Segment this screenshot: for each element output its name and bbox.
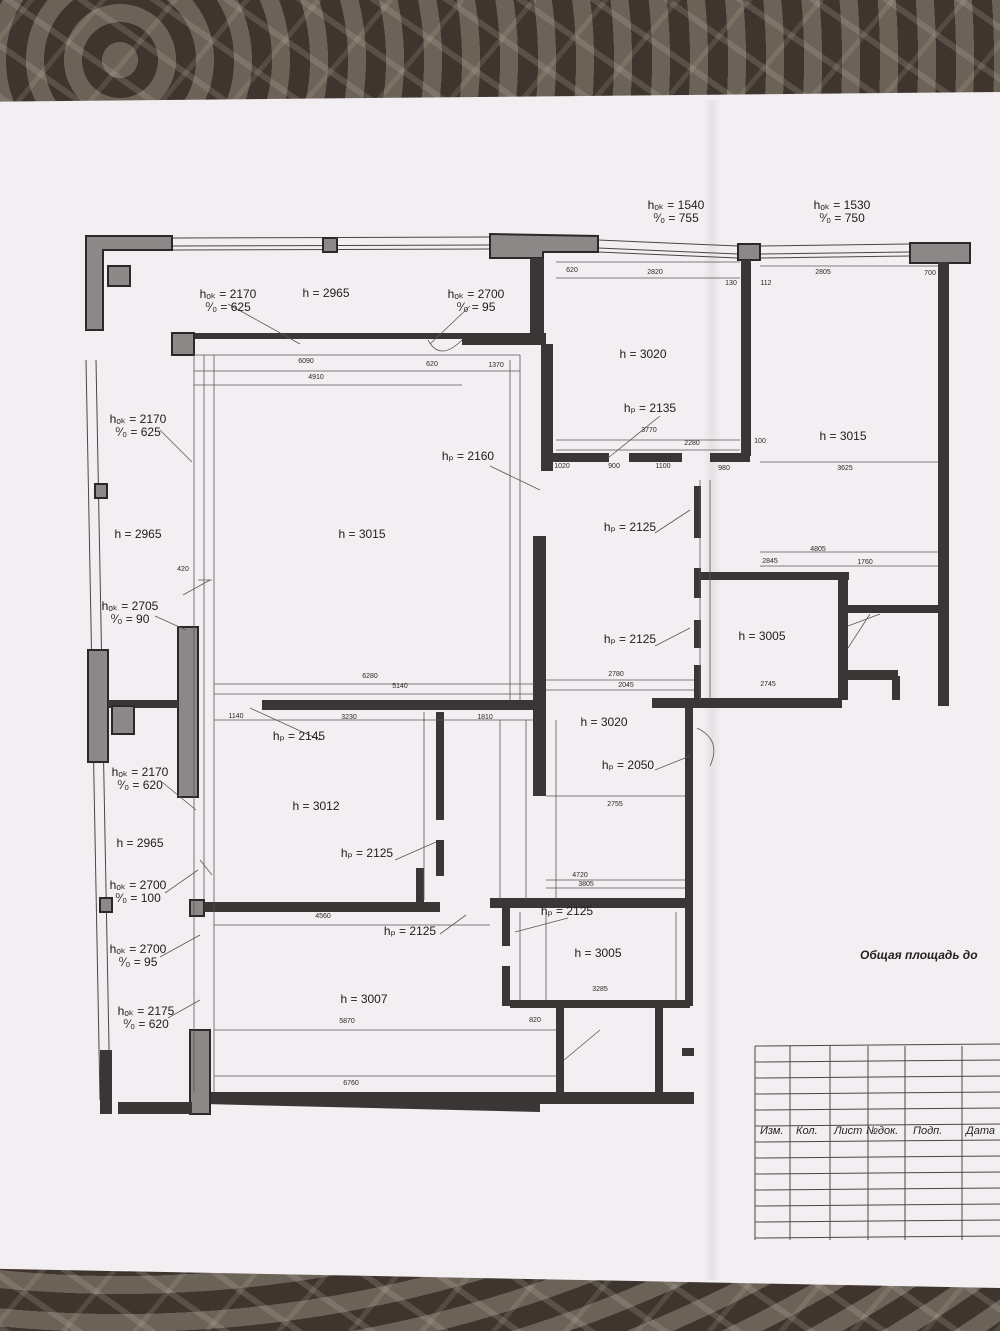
sill-height-label: ⁰⁄₀ = 750 <box>819 211 865 225</box>
window-height-label: hₒₖ = 2705 <box>102 599 159 613</box>
dimension-value: 1810 <box>477 714 493 721</box>
dimension-value: 130 <box>725 280 737 287</box>
window-height-label: hₒₖ = 2175 <box>118 1004 175 1018</box>
room-height-bedroom-right: h = 3015 <box>819 429 866 443</box>
sill-height-label: ⁰⁄₀ = 95 <box>119 955 158 969</box>
window-height-label: hₒₖ = 2170 <box>110 412 167 426</box>
door-height-label: hₚ = 2050 <box>602 758 655 772</box>
dimension-value: 980 <box>718 465 730 472</box>
dimension-value: 620 <box>426 361 438 368</box>
dimension-value: 3805 <box>578 881 594 888</box>
stamp-header-list: Лист <box>834 1125 863 1137</box>
dimension-value: 1370 <box>488 362 504 369</box>
dimension-value: 3230 <box>341 714 357 721</box>
room-height-bath-right: h = 3005 <box>738 629 785 643</box>
window-height-label: hₒₖ = 2170 <box>200 287 257 301</box>
dimension-value: 900 <box>608 463 620 470</box>
stamp-header-ndok: №док. <box>866 1125 899 1137</box>
sill-height-label: ⁰⁄₀ = 625 <box>115 425 161 439</box>
sill-height-label: ⁰⁄₀ = 620 <box>117 778 163 792</box>
door-height-label: hₚ = 2125 <box>384 924 437 938</box>
walls <box>85 232 971 1115</box>
dimension-value: 4720 <box>572 872 588 879</box>
dimension-values: 620 2820 2805 700 130 112 6090 4910 1370 620 3770 2… <box>177 267 936 1087</box>
door-height-label: hₚ = 2125 <box>341 846 394 860</box>
dimension-value: 112 <box>760 280 771 287</box>
dimension-value: 620 <box>566 267 578 274</box>
title-block <box>754 1043 1000 1240</box>
window-height-label: hₒₖ = 2700 <box>448 287 505 301</box>
door-height-label: hₚ = 2125 <box>604 632 657 646</box>
dimension-value: 100 <box>754 438 766 445</box>
window-height-label: hₒₖ = 2700 <box>110 878 167 892</box>
dimension-value: 2780 <box>608 671 624 678</box>
stamp-header-kol: Кол. <box>796 1125 818 1137</box>
door-height-label: hₚ = 2145 <box>273 729 326 743</box>
dimension-value: 1020 <box>554 463 570 470</box>
dimension-value: 2805 <box>815 269 831 276</box>
room-height-left-loggia-1: h = 2965 <box>114 527 161 541</box>
dimension-value: 420 <box>177 566 189 573</box>
dimension-value: 6280 <box>362 673 378 680</box>
dimension-value: 3770 <box>641 427 657 434</box>
room-height-bedroom-bottom: h = 3007 <box>340 992 387 1006</box>
dimension-value: 4910 <box>308 374 324 381</box>
dimension-value: 2845 <box>762 558 778 565</box>
door-height-label: hₚ = 2135 <box>624 401 677 415</box>
room-height-kitchen: h = 3020 <box>619 347 666 361</box>
room-height-bedroom-mid: h = 3012 <box>292 799 339 813</box>
room-height-living: h = 3015 <box>338 527 385 541</box>
room-height-hall: h = 3020 <box>580 715 627 729</box>
sill-height-label: ⁰⁄₀ = 100 <box>115 891 161 905</box>
leader-lines <box>154 303 691 1019</box>
door-height-label: hₚ = 2125 <box>604 520 657 534</box>
dimension-value: 1760 <box>857 559 873 566</box>
dimension-value: 6760 <box>343 1080 359 1087</box>
door-height-label: hₚ = 2125 <box>541 904 594 918</box>
paper-sheet <box>0 92 1000 1288</box>
dimension-value: 5140 <box>392 683 408 690</box>
dimension-value: 2745 <box>760 681 776 688</box>
window-height-label: hₒₖ = 2170 <box>112 765 169 779</box>
stamp-header-data: Дата <box>966 1125 996 1137</box>
sill-height-label: ⁰⁄₀ = 625 <box>205 300 251 314</box>
room-height-bath-bottom: h = 3005 <box>574 946 621 960</box>
dimension-value: 2280 <box>684 440 700 447</box>
dimension-value: 5870 <box>339 1018 355 1025</box>
dimension-value: 3625 <box>837 465 853 472</box>
window-height-label: hₒₖ = 1530 <box>814 198 871 212</box>
dimension-value: 4560 <box>315 913 331 920</box>
window-height-label: hₒₖ = 2700 <box>110 942 167 956</box>
total-area-title: Общая площадь до <box>860 948 978 962</box>
paper-fold <box>703 100 721 1280</box>
sill-height-label: ⁰⁄₀ = 95 <box>457 300 496 314</box>
dimension-lines <box>182 261 938 1092</box>
stamp-header-izm: Изм. <box>760 1125 784 1137</box>
dimension-value: 700 <box>924 270 936 277</box>
dimension-value: 1100 <box>655 463 670 470</box>
sill-height-label: ⁰⁄₀ = 755 <box>653 211 699 225</box>
stamp-header-podp: Подп. <box>913 1125 943 1137</box>
window-height-label: hₒₖ = 1540 <box>648 198 705 212</box>
door-height-labels: hₚ = 2135 hₚ = 2160 hₚ = 2125 hₚ = 2125 hₚ =… <box>273 401 677 938</box>
dimension-value: 4805 <box>810 546 826 553</box>
dimension-value: 6090 <box>298 358 314 365</box>
dimension-value: 2045 <box>618 682 634 689</box>
door-height-label: hₚ = 2160 <box>442 449 495 463</box>
dimension-value: 820 <box>529 1017 541 1024</box>
dimension-value: 2755 <box>607 801 623 808</box>
dimension-value: 2820 <box>647 269 663 276</box>
dimension-value: 1140 <box>228 713 243 720</box>
sill-height-label: ⁰⁄₀ = 620 <box>123 1017 169 1031</box>
sill-height-label: ⁰⁄₀ = 90 <box>111 612 150 626</box>
room-labels: h = 2965 h = 3015 h = 2965 h = 2965 h = 3020… <box>114 286 866 1006</box>
room-height-left-loggia-2: h = 2965 <box>116 836 163 850</box>
room-height-balcony-top: h = 2965 <box>302 286 349 300</box>
dimension-value: 3285 <box>592 986 608 993</box>
